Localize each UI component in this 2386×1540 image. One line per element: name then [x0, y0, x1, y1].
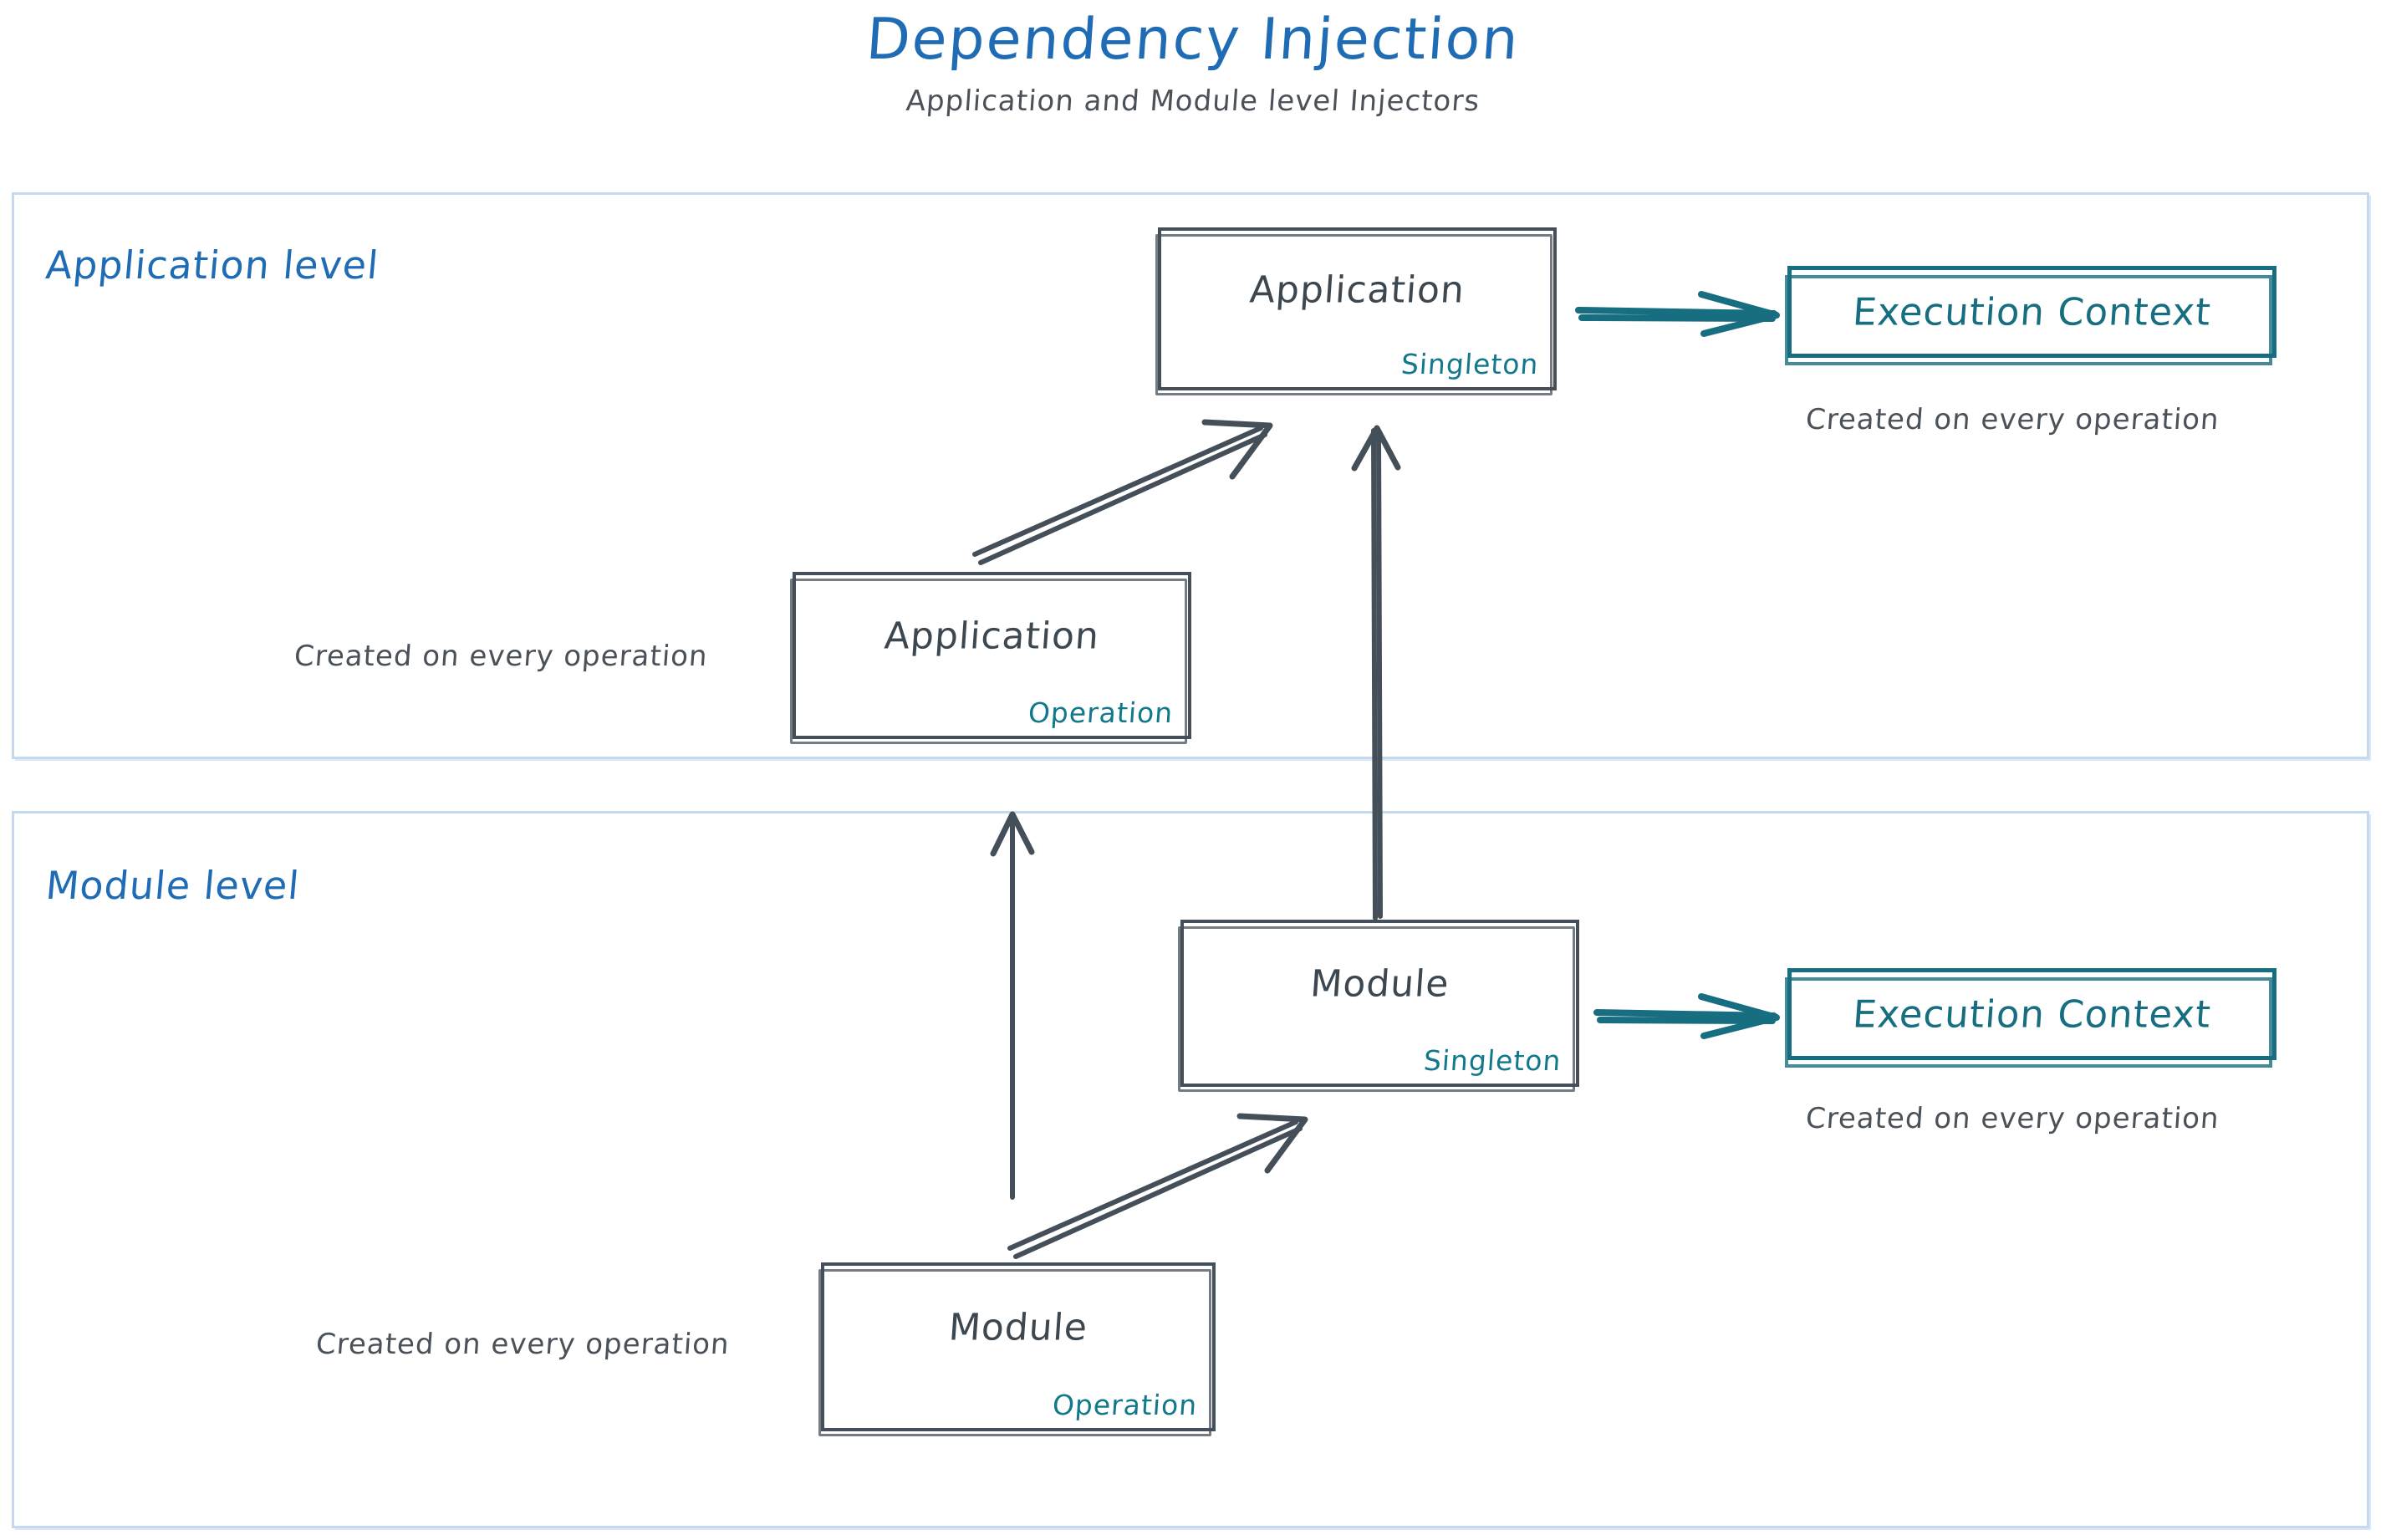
page-subtitle: Application and Module level Injectors: [905, 84, 1481, 118]
module-operation-title: Module: [947, 1306, 1089, 1349]
module-singleton-title: Module: [1308, 962, 1451, 1006]
application-level-container: [12, 192, 2369, 759]
application-singleton-scope: Singleton: [1399, 348, 1540, 380]
title-block: Dependency Injection Application and Mod…: [0, 0, 2386, 118]
module-singleton-scope: Singleton: [1422, 1044, 1563, 1077]
application-operation-box[interactable]: Application Operation: [790, 572, 1191, 744]
application-operation-title: Application: [883, 614, 1101, 658]
application-operation-scope: Operation: [1027, 696, 1175, 729]
module-level-container: [12, 811, 2369, 1528]
module-singleton-box[interactable]: Module Singleton: [1178, 920, 1579, 1092]
caption-application-operation: Created on every operation: [293, 640, 710, 673]
application-singleton-box[interactable]: Application Singleton: [1155, 227, 1557, 395]
application-level-label: Application level: [43, 242, 381, 288]
execution-context-application-label: Execution Context: [1851, 289, 2213, 334]
module-operation-box[interactable]: Module Operation: [818, 1262, 1216, 1436]
caption-module-execution-context: Created on every operation: [1804, 1102, 2221, 1135]
execution-context-module-label: Execution Context: [1851, 992, 2213, 1037]
execution-context-module-box[interactable]: Execution Context: [1785, 968, 2276, 1068]
caption-module-operation: Created on every operation: [314, 1328, 732, 1361]
execution-context-application-box[interactable]: Execution Context: [1785, 266, 2276, 365]
page-title: Dependency Injection: [864, 7, 1522, 73]
application-singleton-title: Application: [1248, 268, 1466, 312]
module-operation-scope: Operation: [1051, 1389, 1199, 1421]
caption-application-execution-context: Created on every operation: [1804, 403, 2221, 436]
module-level-label: Module level: [43, 863, 302, 908]
